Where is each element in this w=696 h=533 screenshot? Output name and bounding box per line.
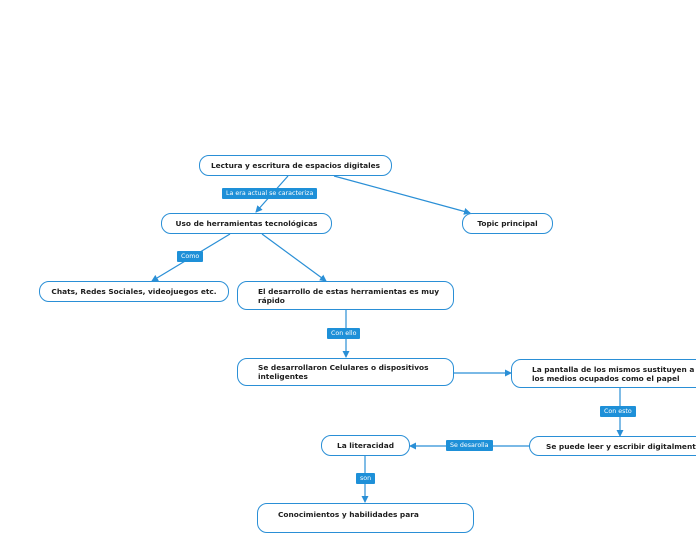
label-con-esto[interactable]: Con esto [600,406,636,417]
node-celulares[interactable]: Se desarrollaron Celulares o dispositivo… [237,358,454,386]
node-uso-herramientas[interactable]: Uso de herramientas tecnológicas [161,213,332,234]
edge-uso-desarrollo [261,233,327,282]
node-literacidad[interactable]: La literacidad [321,435,410,456]
label-era-actual[interactable]: La era actual se caracteriza [222,188,318,199]
edge-lectura-topic [333,175,471,215]
node-topic-principal[interactable]: Topic principal [462,213,553,234]
node-lectura[interactable]: Lectura y escritura de espacios digitale… [199,155,392,176]
label-se-desarolla[interactable]: Se desarolla [446,440,493,451]
label-son[interactable]: son [356,473,376,484]
node-chats[interactable]: Chats, Redes Sociales, videojuegos etc. [39,281,229,302]
node-conocimientos[interactable]: Conocimientos y habilidades para [257,503,474,533]
node-pantalla[interactable]: La pantalla de los mismos sustituyen a l… [511,359,696,388]
label-con-ello[interactable]: Con ello [327,328,361,339]
node-desarrollo[interactable]: El desarrollo de estas herramientas es m… [237,281,454,310]
node-leer-escribir[interactable]: Se puede leer y escribir digitalmente [529,436,696,456]
label-como[interactable]: Como [177,251,204,262]
